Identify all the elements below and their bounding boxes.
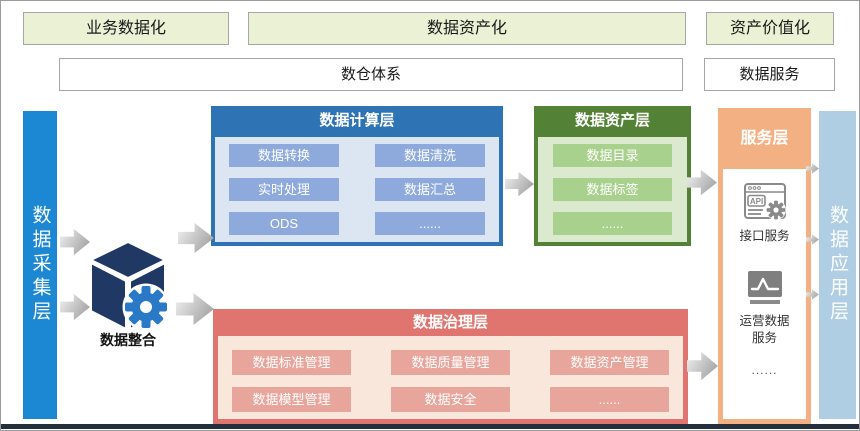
banner-data-assetization: 数据资产化 xyxy=(248,12,686,45)
compute-layer-item: 数据汇总 xyxy=(375,178,485,201)
flow-arrow xyxy=(178,222,214,254)
flow-arrow-small xyxy=(806,234,819,245)
compute-layer-title: 数据计算层 xyxy=(319,112,395,129)
service-more-dots: ...... xyxy=(751,362,778,377)
governance-layer-title: 数据治理层 xyxy=(412,314,488,331)
svg-text:API: API xyxy=(749,197,762,206)
governance-layer-item: 数据标准管理 xyxy=(232,350,351,375)
api-service-label: 接口服务 xyxy=(739,229,790,243)
flow-arrow-small xyxy=(806,289,819,300)
cube-gear-icon xyxy=(90,241,170,331)
compute-layer-item: ODS xyxy=(229,212,339,235)
data-collection-layer-bar: 数据采集层 xyxy=(23,111,57,419)
asset-layer-title: 数据资产层 xyxy=(574,112,650,129)
data-integration-label: 数据整合 xyxy=(100,332,156,348)
governance-layer-panel: 数据治理层 数据标准管理 数据质量管理 数据资产管理 数据模型管理 数据安全 .… xyxy=(213,309,688,424)
compute-layer-item: 数据转换 xyxy=(229,144,339,167)
banner-data-service: 数据服务 xyxy=(704,58,835,91)
compute-layer-item: 数据清洗 xyxy=(375,144,485,167)
compute-layer-item: 实时处理 xyxy=(229,178,339,201)
service-layer-body: API xyxy=(723,169,806,419)
flow-arrow xyxy=(687,169,717,196)
flow-arrow xyxy=(687,351,718,381)
banner-data-warehouse-system: 数仓体系 xyxy=(59,58,683,91)
data-application-layer-bar: 数据应用层 xyxy=(819,111,856,419)
flow-arrow xyxy=(60,228,90,256)
banner-asset-valorization: 资产价值化 xyxy=(706,12,834,45)
compute-layer-panel: 数据计算层 数据转换 数据清洗 实时处理 数据汇总 ODS ...... xyxy=(211,106,503,246)
asset-layer-item: ...... xyxy=(553,212,672,235)
service-layer-panel: 服务层 API xyxy=(718,108,811,424)
asset-layer-panel: 数据资产层 数据目录 数据标签 ...... xyxy=(534,106,691,246)
bottom-border-band xyxy=(1,424,859,429)
governance-layer-item: 数据模型管理 xyxy=(232,387,351,412)
asset-layer-body: 数据目录 数据标签 ...... xyxy=(538,137,687,242)
asset-layer-item: 数据目录 xyxy=(553,144,672,167)
api-browser-gear-icon: API xyxy=(743,183,786,220)
flow-arrow xyxy=(505,171,534,197)
flow-arrow xyxy=(60,293,90,321)
banner-business-datafication: 业务数据化 xyxy=(23,12,229,45)
flow-arrow-small xyxy=(806,163,819,174)
compute-layer-item: ...... xyxy=(375,212,485,235)
governance-layer-body: 数据标准管理 数据质量管理 数据资产管理 数据模型管理 数据安全 ...... xyxy=(218,336,683,419)
compute-layer-body: 数据转换 数据清洗 实时处理 数据汇总 ODS ...... xyxy=(215,137,499,242)
data-application-layer-label: 数据应用层 xyxy=(827,205,848,325)
ops-data-service-label: 运营数据服务 xyxy=(739,313,790,345)
service-layer-title: 服务层 xyxy=(740,130,789,147)
gear-icon xyxy=(122,283,170,331)
governance-layer-item: 数据安全 xyxy=(391,387,510,412)
governance-layer-item: 数据资产管理 xyxy=(550,350,669,375)
governance-layer-item: 数据质量管理 xyxy=(391,350,510,375)
data-collection-layer-label: 数据采集层 xyxy=(29,205,51,325)
governance-layer-item: ...... xyxy=(550,387,669,412)
asset-layer-item: 数据标签 xyxy=(553,178,672,201)
monitor-chart-icon xyxy=(747,270,782,304)
flow-arrow xyxy=(176,293,214,325)
